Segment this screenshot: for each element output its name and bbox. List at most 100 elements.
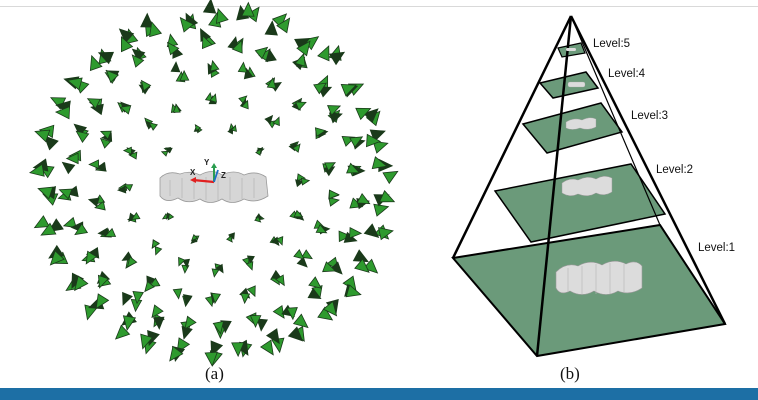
camera-cluster bbox=[169, 337, 191, 362]
camera-cluster bbox=[289, 209, 305, 221]
camera-cluster bbox=[211, 263, 224, 278]
z-axis-arrow bbox=[213, 169, 219, 183]
camera-cluster bbox=[117, 183, 134, 194]
dental-model-level-4 bbox=[567, 81, 586, 88]
camera-cluster bbox=[61, 149, 82, 175]
camera-cluster bbox=[144, 275, 161, 293]
camera-cluster bbox=[226, 232, 235, 243]
camera-cluster bbox=[117, 101, 132, 115]
camera-cluster bbox=[352, 249, 379, 274]
camera-cluster bbox=[89, 48, 115, 72]
camera-cluster bbox=[140, 12, 163, 38]
camera-cluster bbox=[322, 162, 337, 177]
level-3-label: Level:3 bbox=[631, 110, 669, 122]
camera-cluster bbox=[327, 105, 343, 124]
camera-cluster bbox=[118, 28, 139, 53]
camera-cluster bbox=[144, 117, 158, 131]
z-axis-label: Z bbox=[221, 171, 226, 180]
camera-cluster bbox=[342, 275, 362, 298]
camera-cluster bbox=[307, 276, 323, 300]
camera-cluster bbox=[255, 146, 265, 156]
camera-cluster bbox=[88, 159, 107, 172]
camera-cluster bbox=[272, 304, 298, 321]
camera-cluster bbox=[231, 339, 253, 358]
camera-cluster bbox=[87, 194, 106, 211]
camera-cluster bbox=[242, 255, 255, 271]
camera-cluster bbox=[48, 244, 69, 266]
camera-cluster bbox=[200, 27, 216, 50]
x-axis-arrow bbox=[192, 178, 215, 184]
camera-cluster bbox=[190, 234, 200, 244]
camera-cluster-group bbox=[28, 0, 399, 367]
camera-cluster bbox=[73, 123, 90, 144]
camera-cluster bbox=[293, 248, 313, 268]
camera-cluster bbox=[99, 130, 113, 149]
camera-cluster bbox=[227, 36, 244, 54]
camera-cluster bbox=[131, 46, 147, 68]
camera-cluster bbox=[349, 192, 371, 210]
camera-cluster bbox=[37, 185, 59, 206]
pyramid-figure bbox=[451, 15, 727, 358]
camera-cluster bbox=[81, 247, 100, 265]
camera-cluster bbox=[97, 227, 117, 238]
camera-cluster bbox=[365, 129, 389, 154]
camera-cluster bbox=[193, 123, 203, 134]
camera-cluster bbox=[346, 162, 366, 177]
bottom-accent-bar bbox=[0, 388, 758, 400]
camera-cluster bbox=[317, 44, 346, 66]
camera-cluster bbox=[254, 46, 277, 63]
camera-cluster bbox=[122, 290, 145, 313]
camera-cluster bbox=[86, 98, 104, 116]
camera-cluster bbox=[28, 158, 55, 179]
dental-model-level-1 bbox=[555, 260, 643, 295]
camera-cluster bbox=[160, 146, 173, 157]
dental-model-level-3 bbox=[565, 117, 597, 130]
camera-cluster bbox=[84, 293, 110, 321]
camera-cluster bbox=[96, 270, 112, 289]
camera-cluster bbox=[170, 103, 182, 113]
camera-cluster bbox=[236, 1, 260, 23]
camera-cluster bbox=[322, 256, 343, 275]
camera-cluster bbox=[121, 251, 138, 269]
camera-cluster bbox=[227, 123, 237, 135]
camera-cluster bbox=[172, 288, 193, 308]
caption-a: (a) bbox=[205, 364, 224, 383]
camera-cluster bbox=[178, 256, 190, 274]
camera-cluster bbox=[341, 136, 366, 150]
camera-cluster bbox=[340, 83, 365, 98]
level-1-label: Level:1 bbox=[698, 242, 736, 254]
y-axis-label: Y bbox=[204, 158, 210, 167]
camera-cluster bbox=[207, 59, 220, 78]
camera-cluster bbox=[269, 269, 285, 287]
camera-cluster bbox=[63, 76, 90, 94]
camera-cluster bbox=[122, 146, 138, 160]
camera-cluster bbox=[34, 124, 59, 151]
camera-cluster bbox=[202, 0, 229, 28]
camera-cluster bbox=[212, 320, 232, 340]
level-4-label: Level:4 bbox=[608, 68, 646, 80]
camera-cluster bbox=[371, 156, 399, 185]
camera-cluster bbox=[204, 292, 222, 308]
camera-cluster bbox=[114, 311, 137, 340]
camera-cluster bbox=[254, 213, 265, 223]
camera-cluster bbox=[288, 141, 301, 153]
caption-b: (b) bbox=[560, 364, 580, 383]
camera-cluster bbox=[265, 77, 282, 92]
camera-cluster bbox=[264, 114, 280, 129]
camera-cluster bbox=[373, 189, 396, 217]
level-2-label: Level:2 bbox=[656, 164, 694, 176]
level-5-label: Level:5 bbox=[593, 38, 631, 50]
plane-level-2 bbox=[493, 163, 667, 243]
camera-cluster bbox=[138, 79, 152, 95]
camera-cluster bbox=[166, 33, 184, 59]
x-axis-label: X bbox=[190, 168, 196, 177]
camera-cluster bbox=[338, 226, 363, 243]
camera-cluster bbox=[237, 61, 256, 80]
camera-cluster bbox=[355, 107, 381, 127]
camera-cluster bbox=[65, 272, 89, 292]
camera-cluster bbox=[292, 52, 308, 71]
camera-cluster bbox=[239, 285, 256, 305]
camera-cluster bbox=[294, 36, 320, 57]
camera-cluster bbox=[180, 315, 197, 340]
